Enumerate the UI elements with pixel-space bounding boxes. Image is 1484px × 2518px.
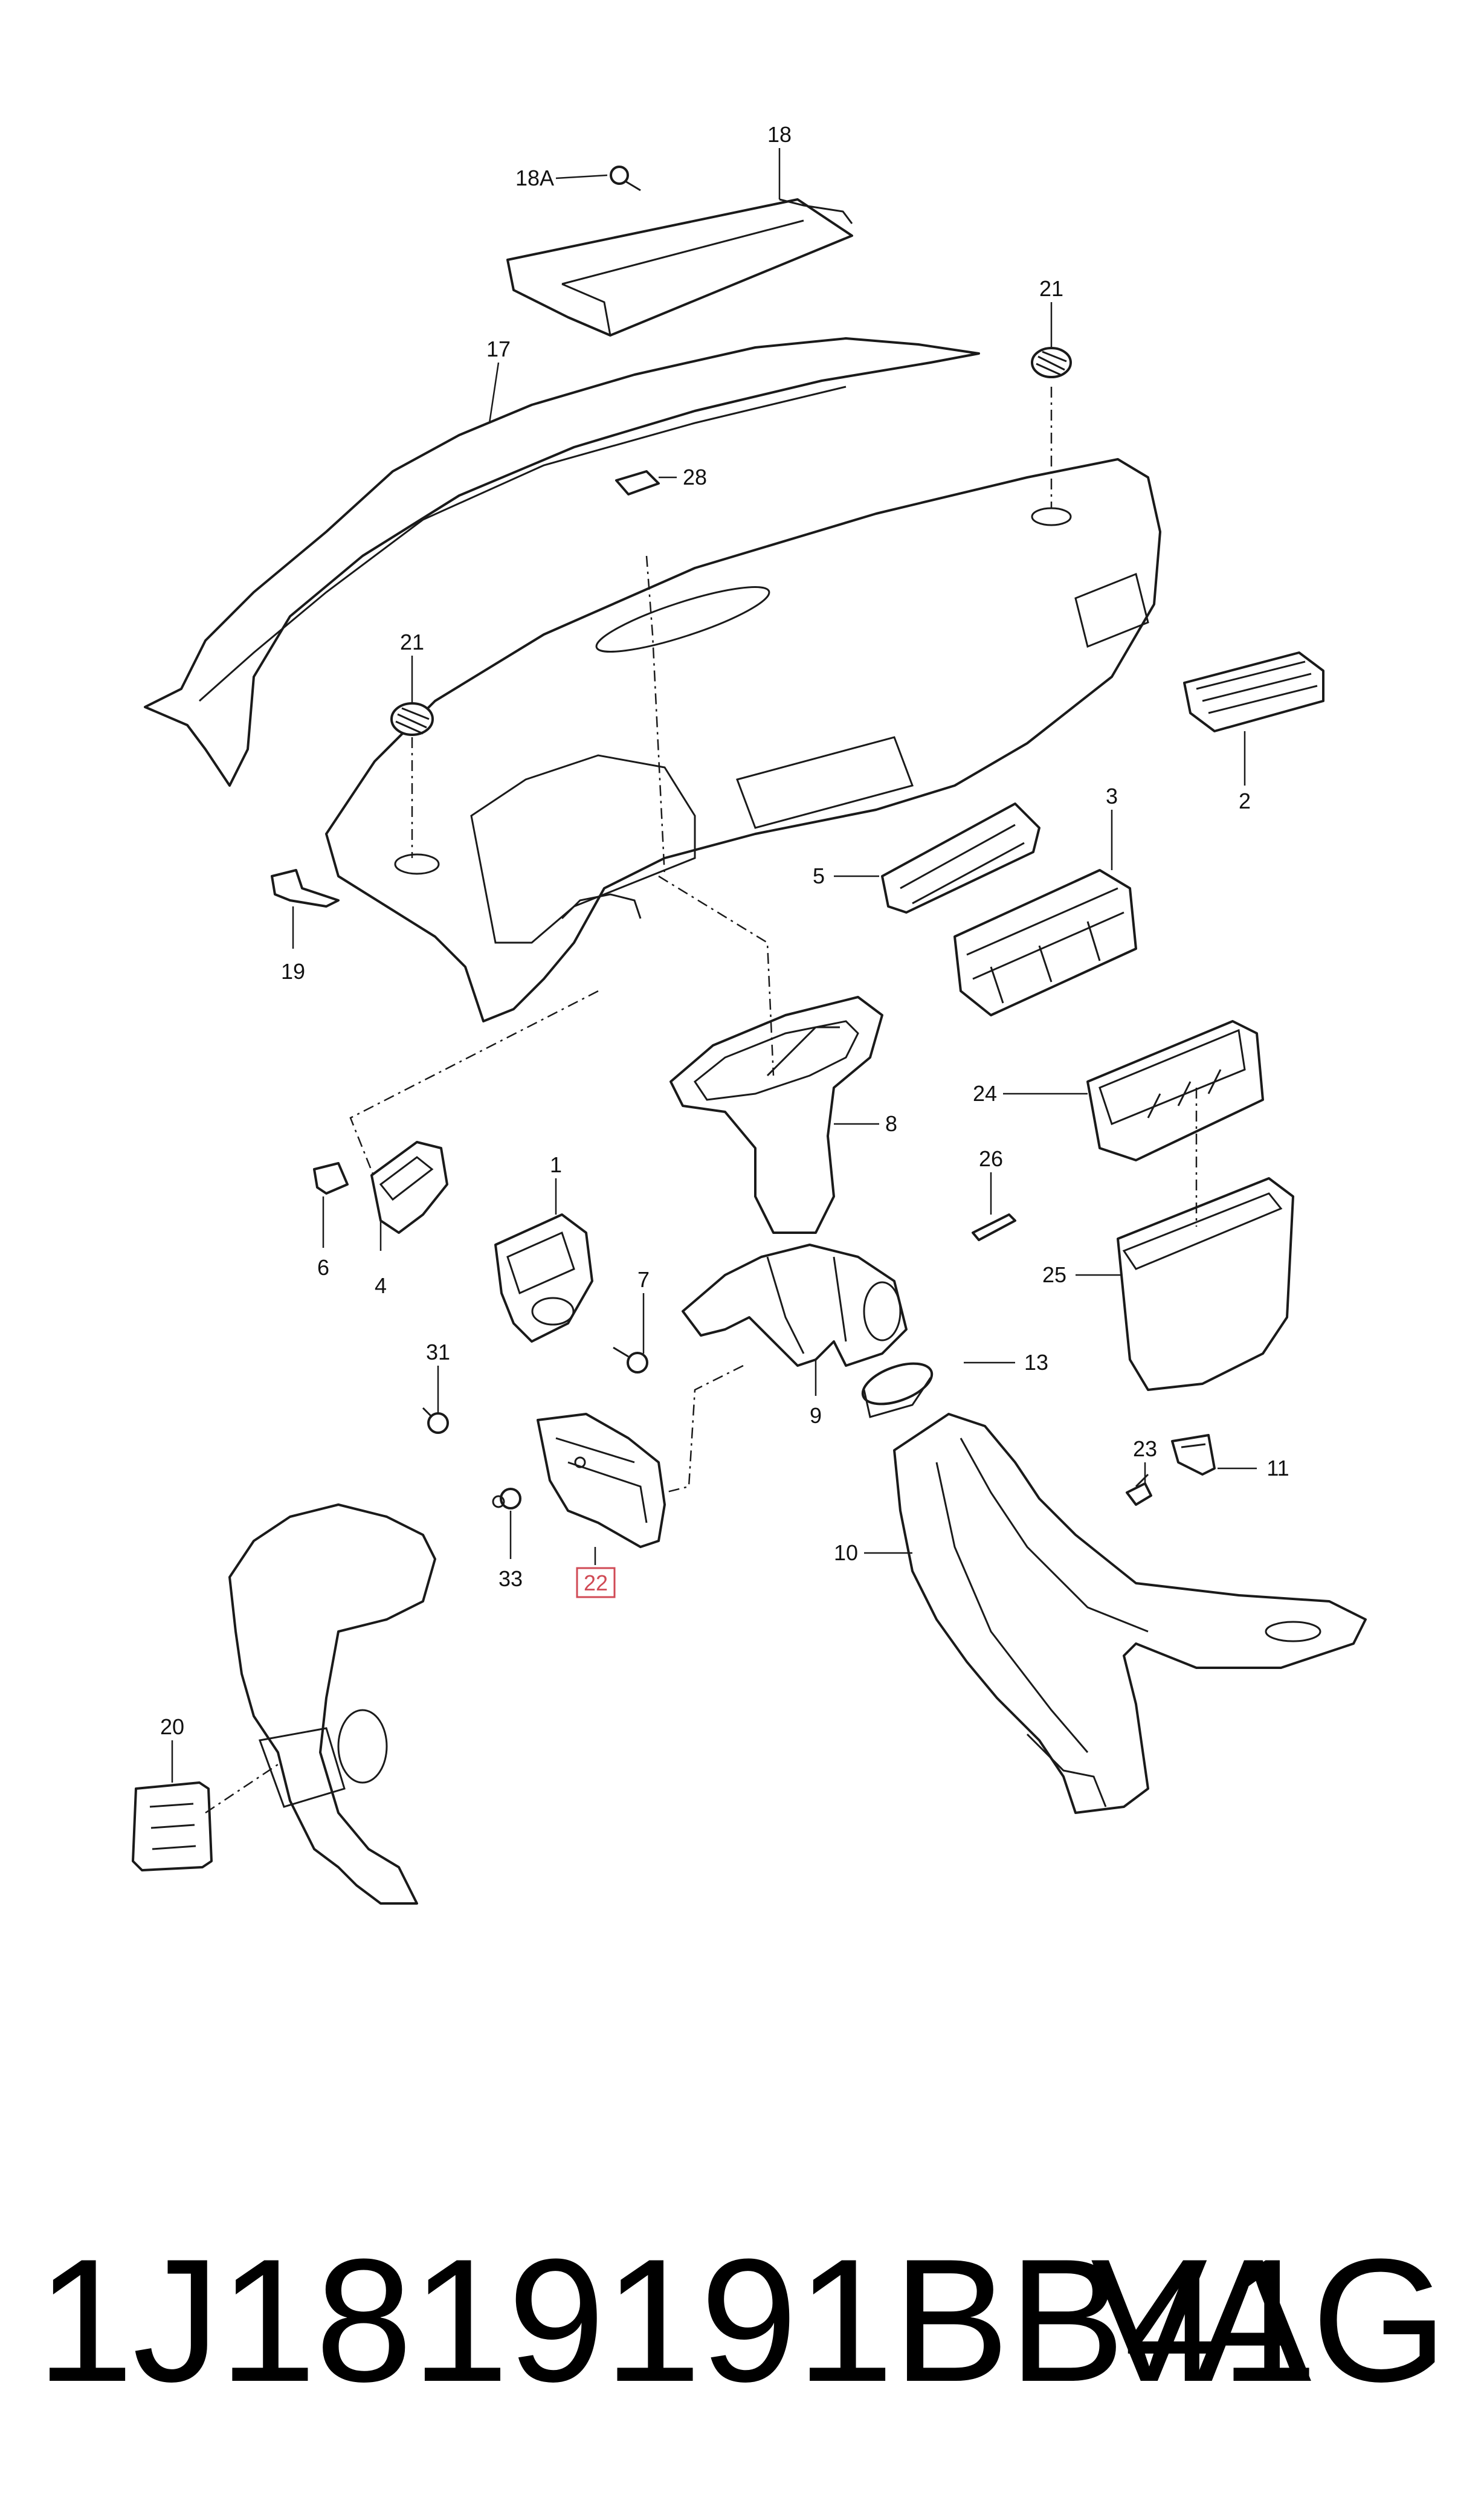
part-3-vent-housing	[953, 869, 1137, 1016]
callout-labels: 18 18A 17 21 28 21 2 3 5 19 24 8 26 1 6 …	[160, 122, 1289, 1739]
callout-4: 4	[375, 1273, 387, 1298]
leader-lines	[171, 148, 1257, 1783]
part-number: 1J1819191BB41	[36, 2223, 1318, 2418]
rear-console-silhouette	[228, 1503, 436, 1905]
assembly-lines	[205, 387, 1198, 1814]
callout-3: 3	[1106, 784, 1118, 809]
callout-8: 8	[885, 1111, 897, 1136]
part-33-nut	[492, 1488, 521, 1509]
callout-2: 2	[1239, 789, 1251, 813]
part-19-clip	[271, 869, 340, 908]
part-7-screw	[613, 1346, 648, 1374]
callout-10: 10	[834, 1540, 858, 1565]
part-1-side-vent	[494, 1213, 593, 1343]
part-28-sensor	[615, 470, 660, 496]
part-31-screw	[422, 1407, 449, 1434]
part-25-duct	[1117, 1177, 1294, 1391]
callout-22-highlight	[576, 1567, 616, 1598]
part-13-connector	[861, 1362, 934, 1418]
callout-6: 6	[317, 1255, 329, 1280]
part-6-clip	[313, 1162, 349, 1195]
callout-18a: 18A	[515, 166, 554, 190]
callout-11: 11	[1266, 1456, 1289, 1480]
callout-18: 18	[767, 122, 792, 147]
callout-7: 7	[637, 1267, 650, 1292]
callout-21-right: 21	[1039, 276, 1063, 301]
part-21-cap-right	[1031, 347, 1072, 378]
callout-22: 22	[584, 1571, 608, 1595]
part-23-bolt	[1126, 1473, 1152, 1506]
callout-31: 31	[426, 1340, 450, 1364]
brand-label: VAG	[1091, 2223, 1448, 2418]
callout-33: 33	[498, 1566, 523, 1591]
callout-13: 13	[1024, 1350, 1048, 1375]
footer: 1J1819191BB41 VAG	[0, 2206, 1484, 2435]
part-5-center-vent	[881, 802, 1040, 914]
part-21-cap-left	[390, 702, 434, 736]
part-11-clip	[1171, 1434, 1216, 1476]
part-9-floor-duct	[682, 1244, 908, 1367]
part-20-rear-vent	[132, 1781, 213, 1871]
part-18a-screw	[610, 166, 641, 192]
callout-26: 26	[979, 1146, 1003, 1171]
callout-5: 5	[813, 864, 825, 888]
callout-28: 28	[683, 465, 707, 489]
callout-17: 17	[486, 337, 511, 361]
callout-23: 23	[1133, 1436, 1157, 1461]
callout-20: 20	[160, 1714, 184, 1739]
part-18-defrost-cover	[506, 198, 853, 337]
part-17-top-trim	[144, 337, 980, 787]
part-4-duct	[370, 1141, 448, 1234]
callout-19: 19	[281, 959, 305, 984]
callout-1: 1	[550, 1152, 562, 1177]
part-24-vent	[1086, 1020, 1264, 1161]
part-2-side-vent	[1183, 651, 1324, 732]
callout-9: 9	[810, 1403, 822, 1428]
callout-25: 25	[1042, 1262, 1066, 1287]
part-26-pin	[972, 1213, 1016, 1241]
part-10-rear-duct	[893, 1413, 1367, 1814]
part-22-kick-panel	[537, 1413, 666, 1548]
callout-21-left: 21	[400, 630, 424, 654]
callout-24: 24	[973, 1081, 997, 1106]
dashboard-shell	[325, 458, 1161, 1022]
part-8-center-duct	[669, 996, 883, 1234]
